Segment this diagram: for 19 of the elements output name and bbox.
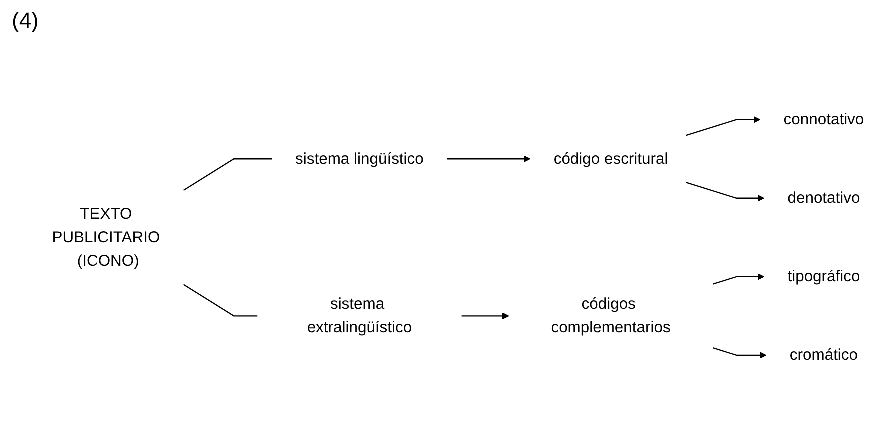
node-text: códigos complementarios <box>551 296 671 336</box>
node-text: código escritural <box>554 150 668 168</box>
connector <box>183 284 258 317</box>
node-text: denotativo <box>788 190 860 207</box>
node-text: tipográfico <box>788 268 860 286</box>
node-text: sistema lingüístico <box>296 150 424 168</box>
arrow <box>712 273 764 285</box>
figure-number: (4) <box>12 8 39 34</box>
node-text: connotativo <box>784 111 864 128</box>
connector <box>183 158 272 191</box>
node-text: TEXTO PUBLICITARIO (ICONO) <box>52 205 160 270</box>
arrow <box>712 347 767 359</box>
arrow <box>686 182 764 202</box>
node-text: sistema extralingüístico <box>307 296 412 336</box>
arrow <box>686 116 761 136</box>
node-text: cromático <box>790 346 858 364</box>
arrow <box>462 312 510 320</box>
arrow <box>447 156 531 162</box>
concept-diagram: TEXTO PUBLICITARIO (ICONO) sistema lingüístico código escritural connotativo denotativo sistema extralingüístico códigos complementarios tipográfico cromático <box>0 90 894 386</box>
